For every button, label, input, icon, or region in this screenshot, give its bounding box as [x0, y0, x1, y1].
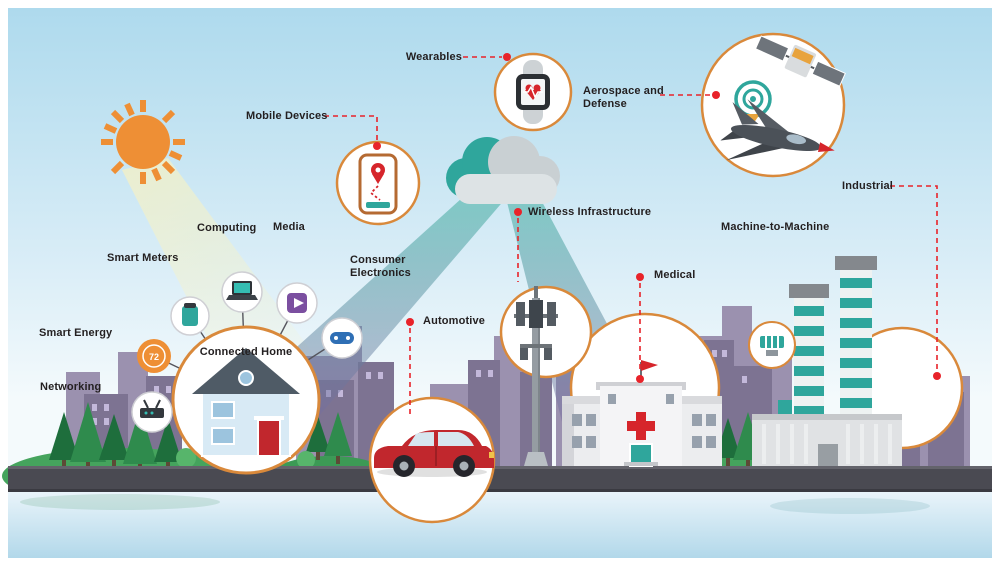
label-aerospace-defense: Aerospace and Defense [583, 85, 664, 110]
router-icon [140, 399, 164, 418]
media-player-icon [287, 293, 307, 313]
connector-lines [324, 56, 938, 418]
connector-dots [373, 53, 941, 383]
label-connected-home: Connected Home [199, 346, 293, 358]
label-media: Media [273, 221, 305, 233]
laptop-icon [226, 281, 258, 300]
smartphone-icon [358, 153, 398, 215]
gaming-circle [321, 317, 363, 359]
label-smart-energy: Smart Energy [39, 327, 113, 339]
thermostat-icon [137, 339, 171, 373]
label-industrial: Industrial [842, 180, 894, 192]
label-automotive: Automotive [423, 315, 485, 327]
cell-tower-icon [514, 286, 558, 466]
game-controller-icon [330, 332, 354, 344]
label-machine-to-machine: Machine-to-Machine [721, 221, 830, 233]
factory-icon [752, 256, 902, 466]
sun-icon [101, 100, 185, 184]
label-computing: Computing [197, 222, 257, 234]
waterfront [8, 492, 992, 558]
label-medical: Medical [654, 269, 696, 281]
machine-icon [760, 336, 784, 356]
cloud-icon [446, 136, 560, 204]
computing-circle [221, 271, 263, 313]
wireless-circle [499, 285, 593, 379]
thermostat-temperature: 72 [149, 352, 159, 362]
smartwatch-icon [516, 60, 550, 124]
label-consumer-electronics: Consumer Electronics [350, 254, 411, 279]
label-wearables: Wearables [405, 51, 462, 63]
label-mobile-devices: Mobile Devices [246, 110, 328, 122]
satellite-icon [754, 35, 846, 87]
hospital-icon [562, 360, 722, 467]
networking-circle [131, 391, 173, 433]
label-smart-meters: Smart Meters [107, 252, 179, 264]
car-icon [374, 430, 494, 477]
label-wireless-infrastructure: Wireless Infrastructure [528, 206, 652, 218]
smart-meter-circle [170, 296, 210, 336]
label-networking: Networking [40, 381, 102, 393]
media-circle [276, 282, 318, 324]
thermostat-circle: 72 [137, 339, 171, 373]
house-icon [192, 348, 300, 457]
fighter-jet-icon [720, 99, 835, 161]
smart-meter-icon [182, 303, 198, 326]
road [8, 466, 992, 492]
